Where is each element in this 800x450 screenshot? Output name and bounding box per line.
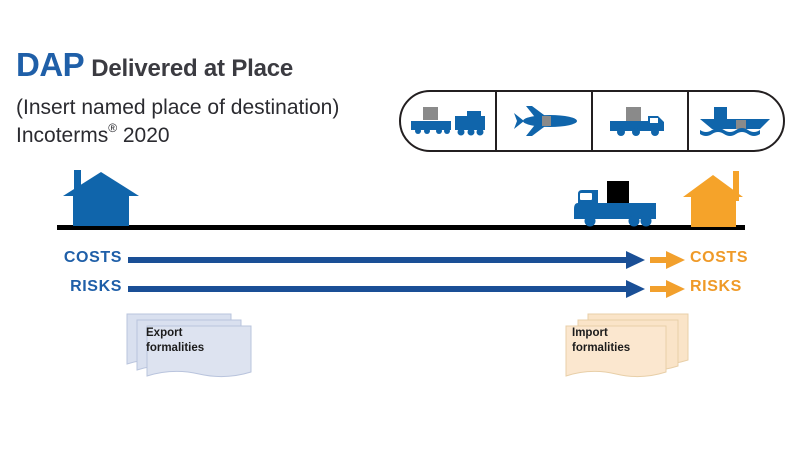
registered-trademark-icon: ® bbox=[108, 121, 118, 136]
subtitle-text: (Insert named place of destination) Inco… bbox=[16, 96, 340, 148]
truck-icon bbox=[606, 104, 674, 138]
subtitle-year: 2020 bbox=[117, 124, 170, 148]
incoterm-name: Delivered at Place bbox=[91, 55, 294, 82]
incoterm-code: DAP bbox=[16, 46, 85, 83]
buyer-costs-bar bbox=[650, 257, 669, 263]
transfer-row-costs: COSTS COSTS bbox=[0, 248, 800, 277]
seller-factory-icon bbox=[61, 170, 147, 233]
transfer-rows: COSTS COSTS RISKS RISKS bbox=[0, 248, 800, 306]
page-subtitle: (Insert named place of destination) Inco… bbox=[16, 95, 346, 150]
transfer-row-risks: RISKS RISKS bbox=[0, 277, 800, 306]
transport-mode-rail bbox=[401, 92, 497, 150]
seller-risks-arrowhead-icon bbox=[626, 280, 645, 298]
buyer-factory-icon bbox=[681, 171, 749, 234]
import-documents-icon bbox=[562, 310, 692, 378]
export-formalities-stack: Export formalities bbox=[123, 310, 253, 378]
seller-costs-arrowhead-icon bbox=[626, 251, 645, 269]
import-formalities-stack: Import formalities bbox=[562, 310, 692, 378]
buyer-risks-label: RISKS bbox=[690, 278, 742, 295]
delivery-truck-icon bbox=[570, 181, 668, 234]
export-formalities-label: Export formalities bbox=[146, 327, 205, 354]
seller-costs-bar bbox=[128, 257, 628, 263]
buyer-costs-arrowhead-icon bbox=[666, 251, 685, 269]
ground-line bbox=[57, 225, 745, 230]
buyer-risks-bar bbox=[650, 286, 669, 292]
transport-mode-road bbox=[593, 92, 689, 150]
seller-risks-bar bbox=[128, 286, 628, 292]
ship-icon bbox=[698, 104, 774, 138]
seller-risks-label: RISKS bbox=[70, 278, 122, 295]
transport-mode-air bbox=[497, 92, 593, 150]
rail-icon bbox=[409, 104, 487, 138]
airplane-icon bbox=[508, 104, 580, 138]
seller-costs-label: COSTS bbox=[63, 249, 122, 266]
transport-modes-box bbox=[399, 90, 785, 152]
buyer-risks-arrowhead-icon bbox=[666, 280, 685, 298]
transport-mode-sea bbox=[689, 92, 783, 150]
export-documents-icon bbox=[123, 310, 253, 378]
import-formalities-label: Import formalities bbox=[572, 327, 631, 354]
shipment-scene bbox=[0, 165, 800, 240]
buyer-costs-label: COSTS bbox=[690, 249, 749, 266]
